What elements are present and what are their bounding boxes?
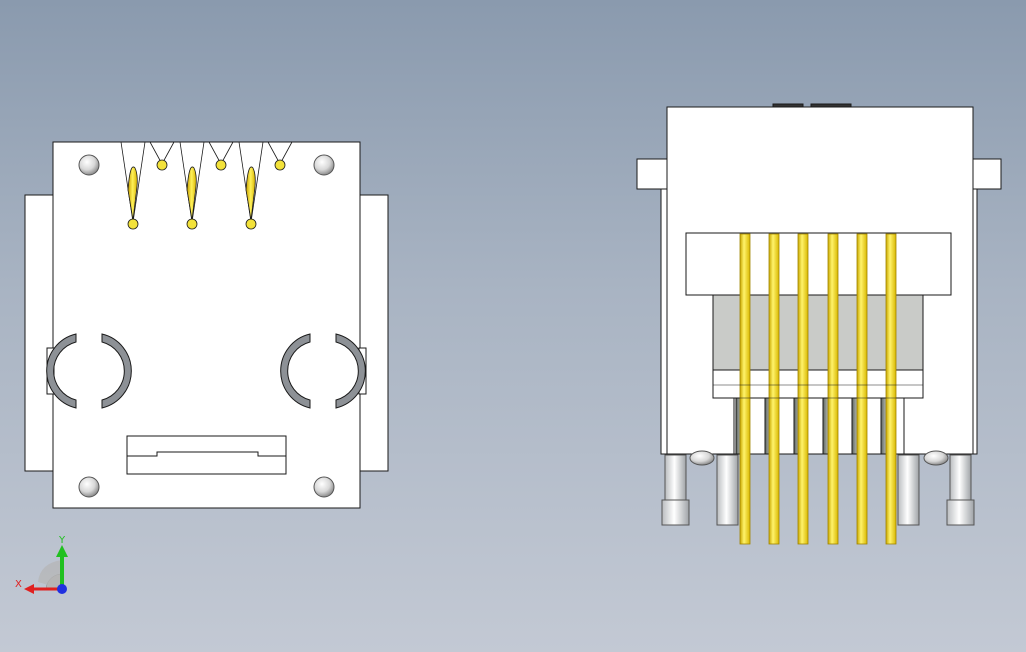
latch-slot: [126, 435, 287, 475]
clip-right-inner: [335, 333, 366, 409]
y-axis-label: Y: [58, 535, 66, 546]
right-flange: [357, 194, 389, 472]
mount-ball-br: [313, 476, 335, 498]
mount-ball-tr: [313, 154, 335, 176]
front-view[interactable]: [24, 141, 389, 509]
gold-pins: [739, 233, 897, 545]
clip-left-inner: [101, 333, 132, 409]
clip-left-outer: [46, 333, 77, 409]
mount-ball-tl: [78, 154, 100, 176]
pin-1: [739, 233, 751, 545]
x-axis-label: X: [15, 579, 22, 590]
mounting-posts: [661, 450, 975, 526]
coordinate-triad-icon: Y X: [15, 535, 68, 594]
contact-drop-3: [245, 166, 256, 221]
pin-6: [885, 233, 897, 545]
pin-3: [797, 233, 809, 545]
plug-opening: [685, 232, 952, 296]
pin-4: [827, 233, 839, 545]
pin-2: [768, 233, 780, 545]
contact-drop-2: [186, 166, 197, 221]
locking-clips: [46, 333, 367, 409]
contact-fingers: [120, 141, 293, 230]
left-flange: [24, 194, 56, 472]
side-ear-right: [970, 158, 1002, 190]
contact-drop-1: [127, 166, 138, 221]
pin-5: [856, 233, 868, 545]
mount-ball-bl: [78, 476, 100, 498]
terminal-block: [733, 397, 905, 455]
side-ear-left: [636, 158, 668, 190]
side-view[interactable]: [636, 103, 1002, 545]
clip-right-outer: [280, 333, 311, 409]
